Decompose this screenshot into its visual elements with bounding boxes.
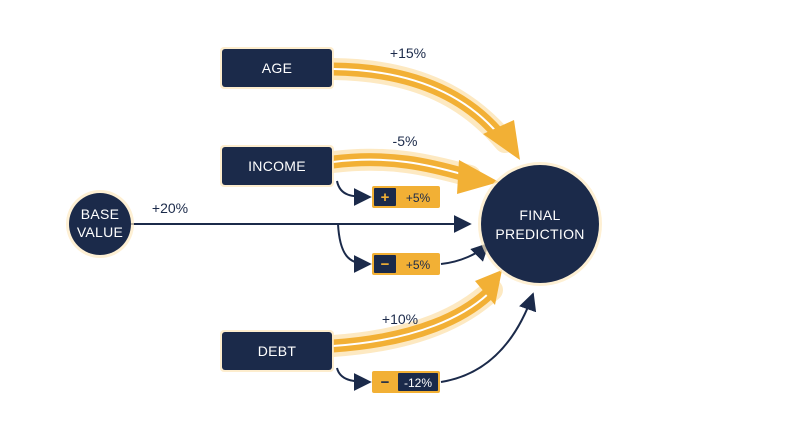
final-prediction-label-line2: PREDICTION	[495, 226, 584, 242]
income-contribution-arrow	[322, 148, 499, 194]
base-value-node: BASE VALUE	[66, 190, 134, 258]
final-prediction-label-line1: FINAL	[519, 207, 560, 223]
debt-to-final-arrow	[440, 292, 537, 383]
income-feature-node: INCOME	[220, 145, 334, 187]
debt-badge-value: -12%	[404, 376, 432, 390]
age-feature-label: AGE	[262, 60, 292, 76]
debt-contribution-arrow	[322, 270, 503, 357]
income-feature-label: INCOME	[248, 158, 306, 174]
age-feature-node: AGE	[220, 47, 334, 89]
income-negative-badge-value: +5%	[406, 258, 431, 272]
income-positive-badge-value: +5%	[406, 191, 431, 205]
debt-contribution-label: +10%	[382, 311, 418, 327]
base-value-label-line1: BASE	[81, 206, 120, 222]
debt-feature-label: DEBT	[258, 343, 297, 359]
age-contribution-label: +15%	[390, 45, 426, 61]
minus-icon: −	[381, 374, 390, 391]
income-branch-negative-arrow	[337, 223, 372, 273]
income-branch-positive-arrow	[336, 180, 372, 206]
base-value-label-line2: VALUE	[77, 224, 123, 240]
base-contribution-label: +20%	[152, 200, 188, 216]
income-negative-to-final-arrow	[440, 242, 490, 265]
income-positive-badge: + +5%	[372, 186, 440, 208]
plus-icon: +	[381, 189, 390, 206]
age-contribution-arrow	[322, 58, 520, 160]
debt-feature-node: DEBT	[220, 330, 334, 372]
income-negative-badge: − +5%	[372, 253, 440, 275]
debt-branch-arrow	[336, 367, 372, 391]
debt-badge: − -12%	[372, 371, 440, 393]
minus-icon: −	[381, 256, 390, 273]
final-prediction-node: FINAL PREDICTION	[478, 162, 602, 286]
income-contribution-label: -5%	[393, 133, 418, 149]
